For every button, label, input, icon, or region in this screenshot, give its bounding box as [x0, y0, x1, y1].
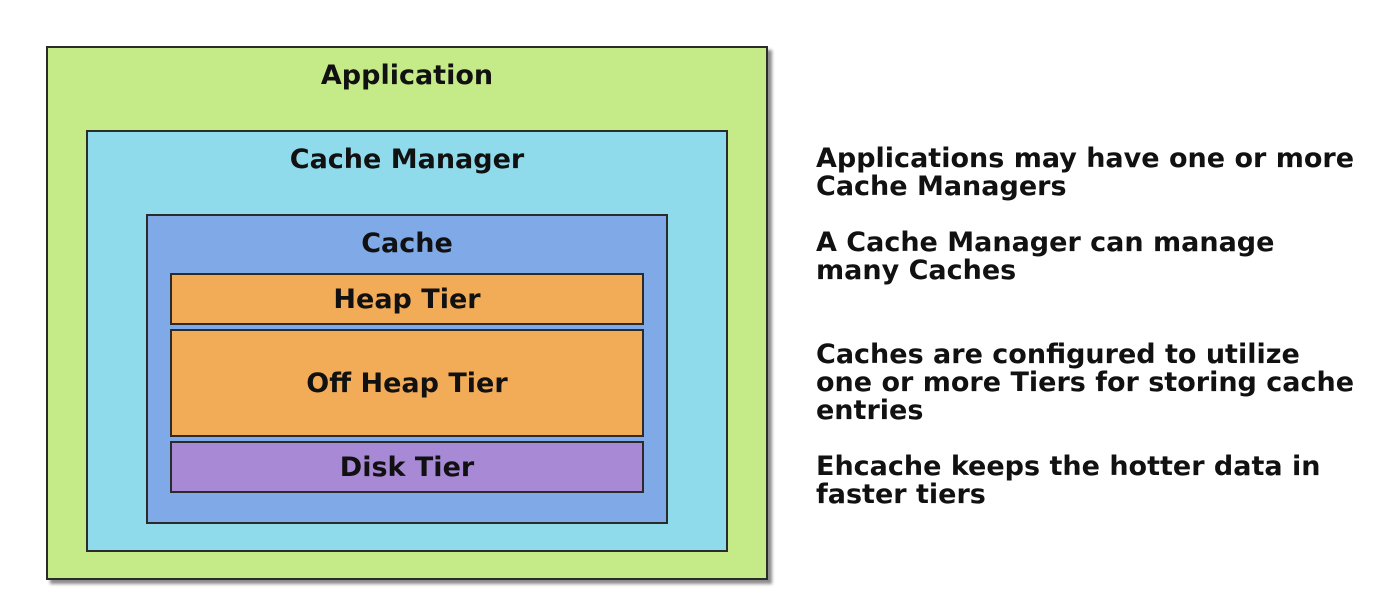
heap-tier-box: Heap Tier: [170, 273, 644, 325]
heap-tier-label: Heap Tier: [333, 283, 481, 315]
application-label: Application: [320, 60, 494, 91]
cache-label: Cache: [361, 228, 453, 259]
note-cache-manager-caches: A Cache Manager can manage many Caches: [816, 227, 1275, 286]
disk-tier-box: Disk Tier: [170, 441, 644, 493]
disk-tier-label: Disk Tier: [339, 451, 475, 483]
cache-manager-label: Cache Manager: [289, 144, 525, 175]
note-application-cache-managers: Applications may have one or more Cache …: [816, 143, 1355, 202]
off-heap-tier-box: Off Heap Tier: [170, 329, 644, 437]
off-heap-tier-label: Off Heap Tier: [306, 367, 508, 399]
note-caches-tiers: Caches are configured to utilize one or …: [816, 339, 1355, 426]
note-hotter-data: Ehcache keeps the hotter data in faster …: [816, 451, 1321, 510]
